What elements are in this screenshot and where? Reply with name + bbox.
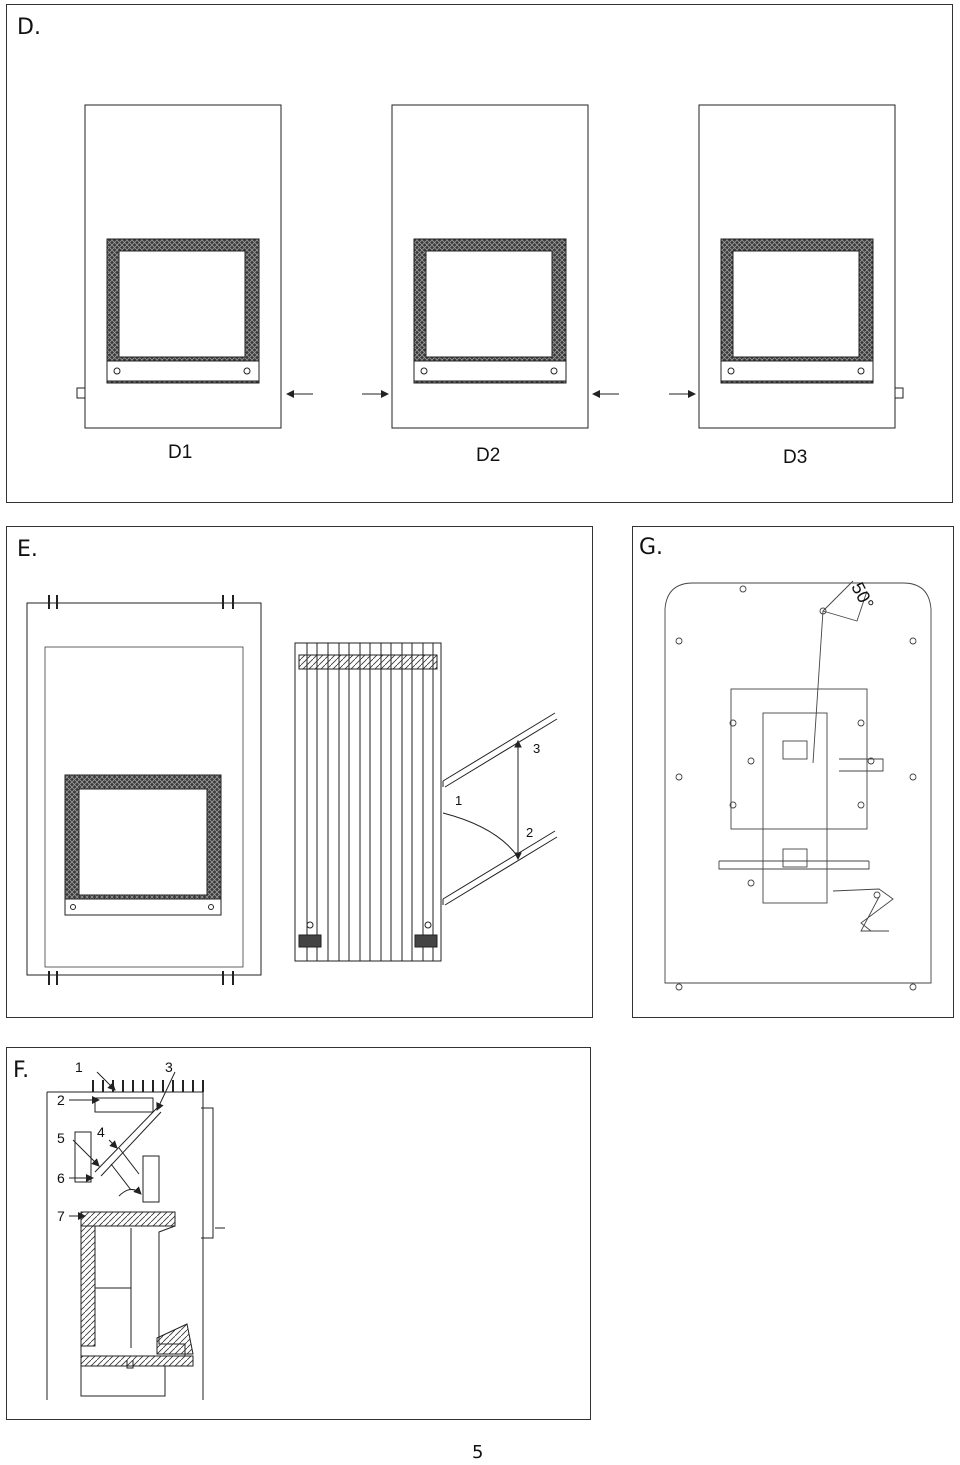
panel-g: G. 50°	[632, 526, 954, 1018]
panel-e-drawing	[26, 595, 558, 985]
louvre-grille	[294, 642, 558, 962]
callout-f-4: 4	[97, 1124, 105, 1140]
callout-e-1: 1	[455, 793, 463, 808]
panel-d-label: D.	[17, 15, 41, 40]
panel-g-drawing	[664, 580, 932, 991]
callout-f-7: 7	[57, 1208, 65, 1224]
panel-e-label: E.	[17, 537, 38, 562]
back-plate-g	[664, 580, 932, 991]
callout-f-5: 5	[57, 1130, 65, 1146]
panel-f-drawing	[46, 1071, 225, 1400]
page-number: 5	[472, 1442, 484, 1463]
caption-d2: D2	[476, 445, 501, 466]
panel-e: E. 1 2 3	[6, 526, 593, 1018]
stove-front-d2	[362, 104, 619, 429]
callout-e-3: 3	[533, 741, 541, 756]
panel-f-label: F.	[13, 1058, 30, 1083]
callout-f-6: 6	[57, 1170, 65, 1186]
callout-e-2: 2	[526, 825, 534, 840]
stove-front-d1	[76, 104, 313, 429]
stove-front-e	[26, 595, 262, 985]
callout-f-1: 1	[75, 1059, 83, 1075]
panel-d-drawing	[76, 104, 904, 429]
caption-d1: D1	[168, 442, 193, 463]
panel-d: D.	[6, 4, 953, 503]
stove-section-f	[46, 1071, 225, 1400]
panel-f: F.	[6, 1047, 591, 1420]
panel-g-label: G.	[639, 535, 664, 560]
callout-f-2: 2	[57, 1092, 65, 1108]
callout-f-3: 3	[165, 1059, 173, 1075]
stove-front-d3	[669, 104, 904, 429]
caption-d3: D3	[783, 447, 808, 468]
